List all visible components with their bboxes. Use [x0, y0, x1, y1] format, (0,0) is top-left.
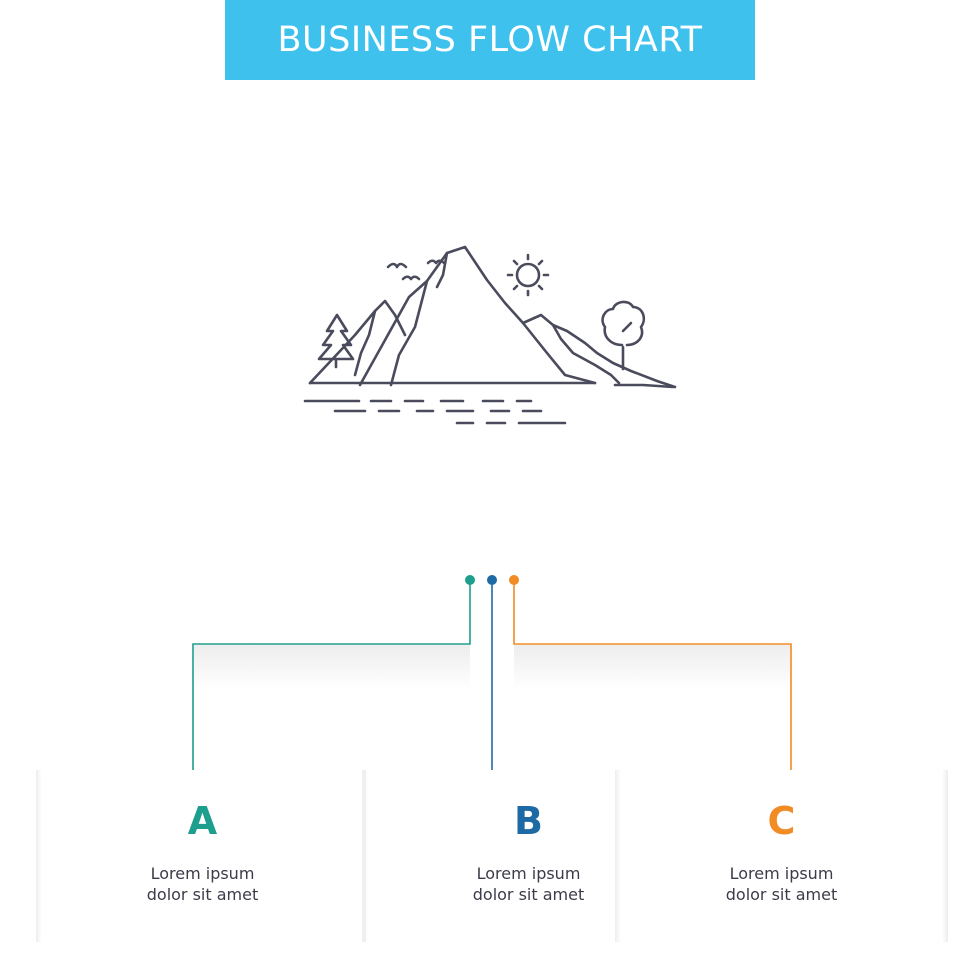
step-letter-a: A	[187, 799, 218, 843]
step-card-c: C Lorem ipsum dolor sit amet	[615, 770, 948, 942]
step-text-a-line1: Lorem ipsum	[150, 864, 255, 883]
step-text-b: Lorem ipsum dolor sit amet	[366, 863, 691, 905]
step-text-c-line2: dolor sit amet	[725, 885, 838, 904]
step-text-a: Lorem ipsum dolor sit amet	[40, 863, 365, 905]
step-letter-b: B	[514, 799, 543, 843]
step-text-c-line1: Lorem ipsum	[729, 864, 834, 883]
step-text-b-line2: dolor sit amet	[472, 885, 585, 904]
mountain-landscape-icon	[295, 235, 685, 435]
step-text-a-line2: dolor sit amet	[146, 885, 259, 904]
chart-title: BUSINESS FLOW CHART	[277, 20, 703, 60]
step-text-b-line1: Lorem ipsum	[476, 864, 581, 883]
step-letter-c: C	[767, 799, 796, 843]
step-card-a: A Lorem ipsum dolor sit amet	[36, 770, 369, 942]
title-banner: BUSINESS FLOW CHART	[225, 0, 755, 80]
step-text-c: Lorem ipsum dolor sit amet	[619, 863, 944, 905]
